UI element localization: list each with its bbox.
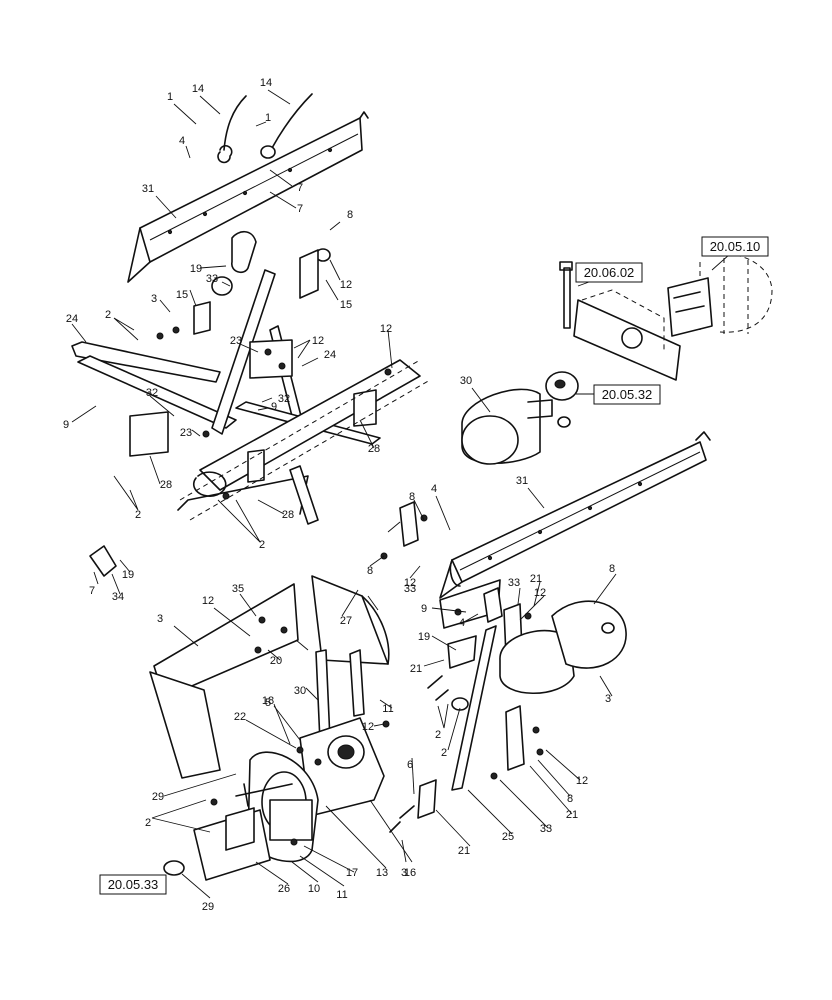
callout-label: 4 [459, 617, 465, 629]
callout-label: 12 [534, 587, 546, 599]
ref-box-20-06-02 [575, 262, 643, 283]
callout-label: 9 [63, 419, 69, 431]
callout-label: 23 [180, 427, 192, 439]
callout-label: 2 [441, 747, 447, 759]
callout-label: 7 [297, 203, 303, 215]
callout-label: 3 [157, 613, 163, 625]
reference-boxes: 20.05.10 20.06.02 20.05.32 20.05.33 [99, 236, 769, 895]
callout-label: 14 [260, 77, 272, 89]
callout-label: 33 [540, 823, 552, 835]
callout-label: 30 [460, 375, 472, 387]
motor-drive-assembly [461, 253, 773, 465]
left-frame-assembly [71, 230, 431, 525]
callout-label: 9 [271, 401, 277, 413]
callout-label: 15 [176, 289, 188, 301]
lower-bar-31 [439, 431, 711, 599]
callout-label: 21 [458, 845, 470, 857]
callout-label: 31 [516, 475, 528, 487]
callout-label: 26 [278, 883, 290, 895]
callout-label: 13 [376, 867, 388, 879]
callout-label: 8 [367, 565, 373, 577]
leader-lines [71, 89, 731, 899]
callout-label: 12 [312, 335, 324, 347]
callout-label: 4 [431, 483, 437, 495]
upper-bar-31 [127, 111, 369, 283]
callout-label: 16 [404, 867, 416, 879]
callout-label: 33 [508, 577, 520, 589]
ref-label-20-05-10: 20.05.10 [710, 239, 761, 254]
callout-label: 3 [151, 293, 157, 305]
ref-label-20-05-32: 20.05.32 [602, 387, 653, 402]
callout-label: 31 [142, 183, 154, 195]
callout-label: 20 [270, 655, 282, 667]
callout-label: 10 [308, 883, 320, 895]
callout-label: 12 [362, 721, 374, 733]
callout-label: 28 [282, 509, 294, 521]
callout-label: 8 [609, 563, 615, 575]
callout-label: 19 [418, 631, 430, 643]
callout-label: 21 [530, 573, 542, 585]
callout-label: 21 [410, 663, 422, 675]
callout-label: 5 [265, 697, 271, 709]
callout-label: 12 [380, 323, 392, 335]
ref-label-20-06-02: 20.06.02 [584, 265, 635, 280]
callout-label: 12 [202, 595, 214, 607]
callout-label: 2 [145, 817, 151, 829]
ref-box-20-05-10 [701, 236, 769, 257]
callout-label: 22 [234, 711, 246, 723]
callout-label: 8 [567, 793, 573, 805]
callout-label: 19 [122, 569, 134, 581]
callout-label: 12 [340, 279, 352, 291]
callout-label: 12 [576, 775, 588, 787]
callout-label: 8 [347, 209, 353, 221]
callout-label: 28 [368, 443, 380, 455]
callout-label: 12 [404, 577, 416, 589]
callout-label: 23 [230, 335, 242, 347]
callout-label: 11 [336, 889, 347, 901]
spring-14 [217, 93, 313, 164]
callout-label: 2 [259, 539, 265, 551]
ref-box-20-05-33 [99, 874, 167, 895]
callout-label: 27 [340, 615, 352, 627]
callout-label: 29 [152, 791, 164, 803]
callout-label: 24 [324, 349, 336, 361]
callout-label: 32 [146, 387, 158, 399]
callout-label: 35 [232, 583, 244, 595]
callout-label: 25 [502, 831, 514, 843]
ref-label-20-05-33: 20.05.33 [108, 877, 159, 892]
callout-label: 7 [89, 585, 95, 597]
callout-label: 4 [179, 135, 185, 147]
callout-label: 33 [404, 583, 416, 595]
callout-label: 6 [407, 759, 413, 771]
callout-label: 1 [265, 112, 271, 124]
lower-frame-assembly [89, 501, 627, 881]
callout-label: 28 [160, 479, 172, 491]
callout-label: 32 [278, 393, 290, 405]
ref-box-20-05-32 [593, 384, 661, 405]
callout-label: 29 [202, 901, 214, 913]
callout-label: 15 [340, 299, 352, 311]
callout-label: 1 [167, 91, 173, 103]
callout-label: 2 [435, 729, 441, 741]
callout-label: 3 [605, 693, 611, 705]
callout-label: 33 [206, 273, 218, 285]
callout-label: 14 [192, 83, 204, 95]
callout-label: 17 [346, 867, 358, 879]
callout-label: 3 [401, 867, 407, 879]
callout-label: 19 [190, 263, 202, 275]
callout-label: 24 [66, 313, 78, 325]
callout-label: 18 [262, 695, 274, 707]
callout-label: 11 [382, 703, 393, 715]
callout-label: 8 [409, 491, 415, 503]
callout-label: 2 [135, 509, 141, 521]
callout-label: 21 [566, 809, 578, 821]
callout-label: 30 [294, 685, 306, 697]
callout-label: 2 [105, 309, 111, 321]
callout-label: 7 [297, 182, 303, 194]
callout-label: 9 [421, 603, 427, 615]
callout-label: 34 [112, 591, 124, 603]
